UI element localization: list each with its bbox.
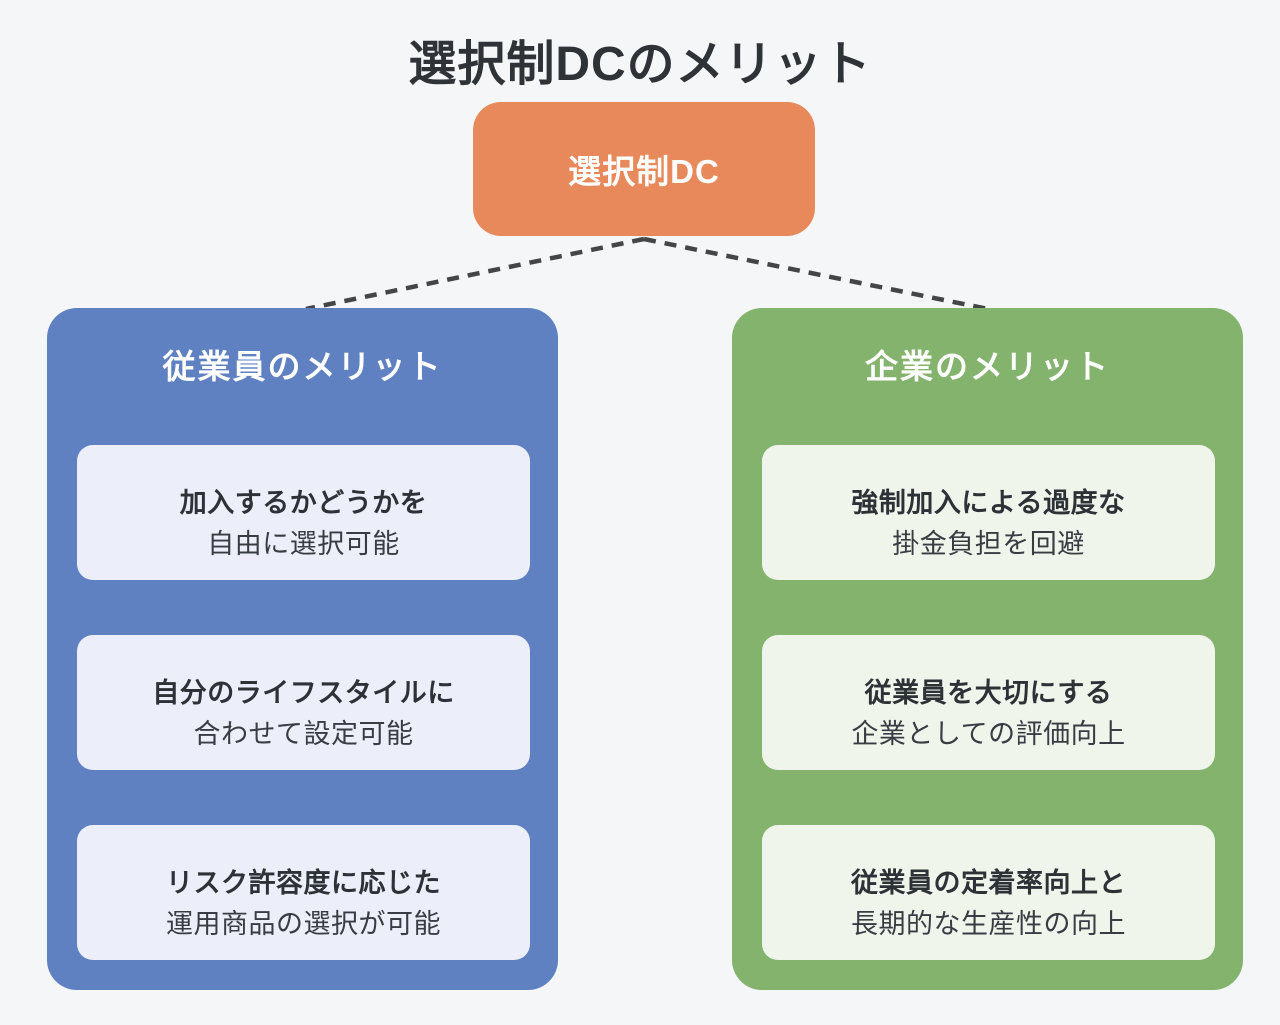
- benefit-line-2: 企業としての評価向上: [851, 718, 1126, 749]
- branch-employee: 従業員のメリット 加入するかどうかを 自由に選択可能 自分のライフスタイルに 合…: [47, 308, 558, 990]
- root-node: 選択制DC: [473, 102, 815, 236]
- diagram-title: 選択制DCのメリット: [408, 38, 872, 91]
- benefit-line-1: 強制加入による過度な: [851, 487, 1126, 518]
- benefit-line-1: 従業員を大切にする: [864, 677, 1113, 708]
- branch-company-cards: 強制加入による過度な 掛金負担を回避 従業員を大切にする 企業としての評価向上 …: [762, 445, 1215, 960]
- branch-employee-header: 従業員のメリット: [162, 348, 443, 385]
- branch-employee-cards: 加入するかどうかを 自由に選択可能 自分のライフスタイルに 合わせて設定可能 リ…: [77, 445, 530, 960]
- branch-company-header: 企業のメリット: [865, 348, 1110, 385]
- connector-line-left: [305, 236, 645, 312]
- benefit-line-2: 長期的な生産性の向上: [851, 908, 1126, 939]
- benefit-card: 加入するかどうかを 自由に選択可能: [77, 445, 530, 580]
- benefit-card: 自分のライフスタイルに 合わせて設定可能: [77, 635, 530, 770]
- benefit-line-1: 自分のライフスタイルに: [152, 677, 455, 708]
- benefit-card: 従業員を大切にする 企業としての評価向上: [762, 635, 1215, 770]
- benefit-line-2: 自由に選択可能: [207, 528, 400, 559]
- benefit-line-2: 合わせて設定可能: [193, 718, 414, 749]
- benefit-line-1: リスク許容度に応じた: [166, 867, 441, 898]
- benefit-line-1: 従業員の定着率向上と: [851, 867, 1126, 898]
- benefit-card: 強制加入による過度な 掛金負担を回避: [762, 445, 1215, 580]
- benefit-line-2: 掛金負担を回避: [892, 528, 1085, 559]
- branch-company: 企業のメリット 強制加入による過度な 掛金負担を回避 従業員を大切にする 企業と…: [732, 308, 1243, 990]
- connector-line-right: [643, 236, 989, 312]
- root-node-label: 選択制DC: [568, 153, 720, 190]
- benefit-line-1: 加入するかどうかを: [179, 487, 428, 518]
- benefit-card: 従業員の定着率向上と 長期的な生産性の向上: [762, 825, 1215, 960]
- benefit-card: リスク許容度に応じた 運用商品の選択が可能: [77, 825, 530, 960]
- benefit-line-2: 運用商品の選択が可能: [166, 908, 441, 939]
